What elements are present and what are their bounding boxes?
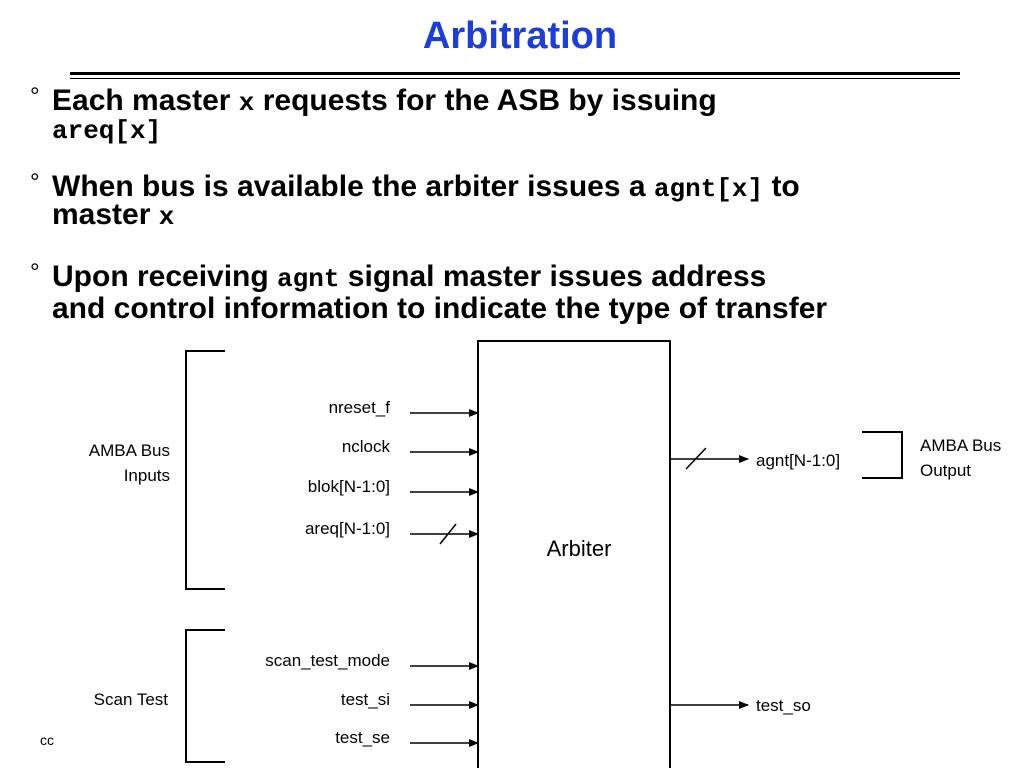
- bullet-3-line-1: Upon receiving agnt signal master issues…: [52, 260, 767, 295]
- bullet-marker: °: [30, 259, 40, 286]
- signal-label-areq: areq[N-1:0]: [305, 519, 390, 538]
- bullet-2-text-c: master: [52, 198, 159, 231]
- slide-title-text: Arbitration: [422, 15, 618, 57]
- bullet-2-line-2: master x: [52, 198, 175, 233]
- output-group-label-1: AMBA Bus: [920, 436, 1001, 455]
- bus-slash: [685, 447, 707, 470]
- signal-label-nreset: nreset_f: [329, 398, 391, 417]
- signal-label-agnt: agnt[N-1:0]: [756, 451, 840, 470]
- bullet-3-text-b: signal master issues address: [339, 260, 767, 293]
- bus-slash: [439, 523, 457, 545]
- bullet-2-text-a: When bus is available the arbiter issues…: [52, 170, 654, 203]
- bullet-1-code-b: areq[x]: [52, 116, 162, 146]
- bullet-list: ° Each master x requests for the ASB by …: [0, 0, 1024, 340]
- signal-label-nclock: nclock: [342, 437, 391, 456]
- inputs-group-label-2: Inputs: [124, 466, 170, 485]
- slide-title: Arbitration: [0, 14, 1024, 58]
- arbiter-label: Arbiter: [547, 536, 612, 561]
- output-bracket: [862, 431, 903, 479]
- signal-label-test-si: test_si: [341, 690, 390, 709]
- scan-bracket: [185, 629, 225, 763]
- signal-label-scan-test-mode: scan_test_mode: [265, 651, 390, 670]
- bullet-1-code-a: x: [238, 88, 255, 118]
- bullet-3-line-2: and control information to indicate the …: [52, 294, 827, 324]
- signal-label-blok: blok[N-1:0]: [308, 477, 390, 496]
- bullet-3-text-c: and control information to indicate the …: [52, 292, 828, 325]
- bullet-3-text-a: Upon receiving: [52, 260, 278, 293]
- inputs-bracket: [185, 350, 225, 590]
- bullet-3-code-a: agnt: [277, 264, 340, 294]
- inputs-group-label-1: AMBA Bus: [89, 441, 170, 460]
- bullet-marker: °: [30, 83, 40, 110]
- title-rule-thick: [70, 72, 960, 75]
- title-rule-thin: [70, 78, 960, 79]
- bullet-marker: °: [30, 169, 40, 196]
- scan-group-label: Scan Test: [94, 690, 169, 709]
- arbiter-block: [477, 340, 671, 768]
- output-group-label-2: Output: [920, 461, 971, 480]
- signal-label-test-se: test_se: [335, 728, 390, 747]
- bullet-1-text-b: requests for the ASB by issuing: [254, 84, 717, 117]
- signal-label-test-so: test_so: [756, 696, 811, 715]
- bullet-2-line-1: When bus is available the arbiter issues…: [52, 170, 800, 205]
- bullet-2-text-b: to: [763, 170, 800, 203]
- bullet-1-text-a: Each master: [52, 84, 239, 117]
- bullet-2-code-a: agnt[x]: [653, 174, 764, 204]
- footer-text: cc: [40, 732, 54, 748]
- bullet-2-code-b: x: [158, 202, 175, 232]
- bullet-1-line-2: areq[x]: [52, 114, 161, 146]
- bullet-1-line-1: Each master x requests for the ASB by is…: [52, 84, 717, 119]
